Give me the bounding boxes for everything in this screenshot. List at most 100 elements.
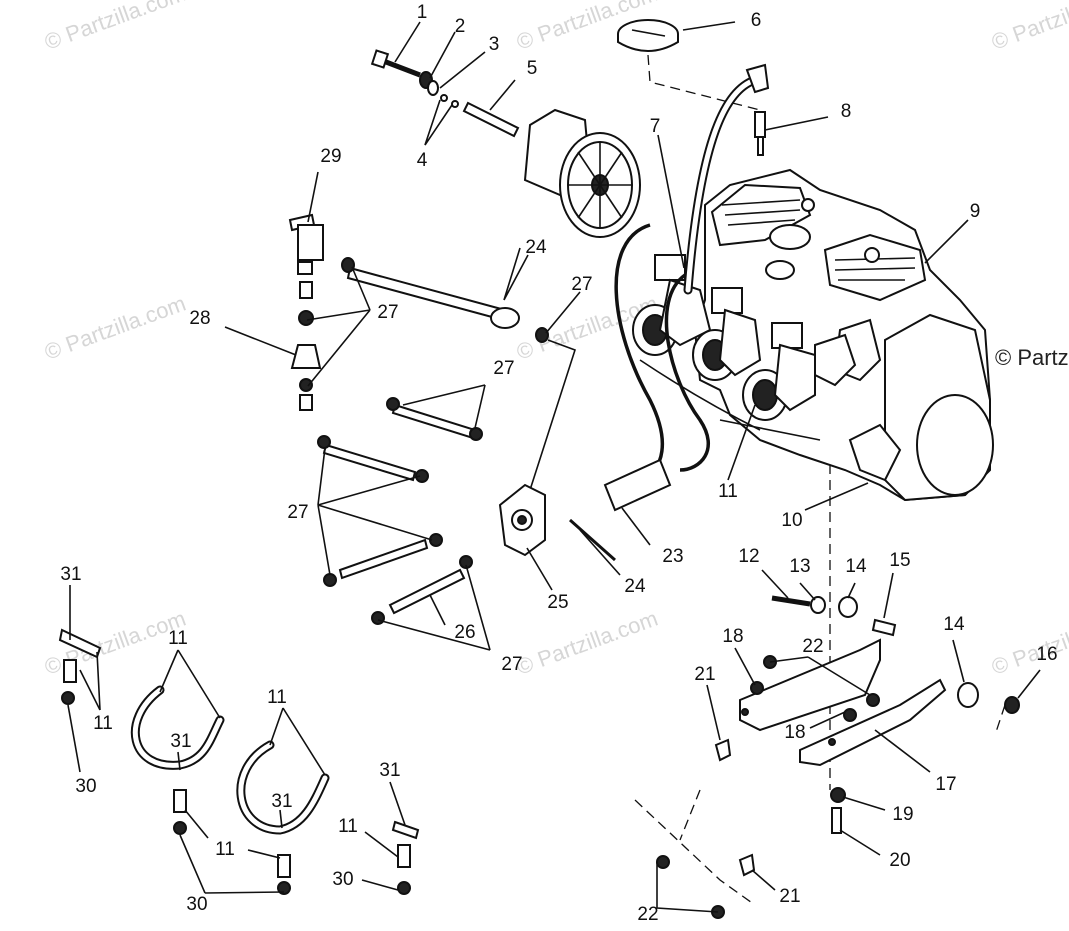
fuel-valve [288,213,324,411]
fuel-filter [173,789,187,813]
callout-15: 15 [889,550,910,571]
hose-clamp [277,881,291,895]
hose-clamp [323,573,337,587]
hose-clamp [371,611,385,625]
watermark: © Partzilla.com [41,0,189,55]
bracket-nut [750,681,764,695]
fuel-filter [397,844,411,868]
spark-plug [745,63,770,156]
callout-1: 1 [417,2,428,23]
callout-30: 30 [332,869,353,890]
callout-22: 22 [802,636,823,657]
nut [1004,696,1020,714]
hose-clamp [415,469,429,483]
callout-26: 26 [454,622,475,643]
spacer [427,80,439,96]
callout-23: 23 [662,546,683,567]
cdi-box [603,458,672,512]
callout-18: 18 [722,626,743,647]
callout-24: 24 [525,237,547,258]
rubber-stop [738,853,756,877]
callout-11: 11 [93,713,113,734]
fuel-pump [498,483,546,557]
callout-25: 25 [547,592,568,613]
callout-17: 17 [935,774,956,795]
callout-8: 8 [841,101,852,122]
callout-29: 29 [320,146,341,167]
pulse-hose [388,568,466,615]
rubber-mount [957,682,979,708]
callout-24: 24 [624,576,646,597]
callout-30: 30 [75,776,96,797]
callout-4: 4 [417,150,428,171]
watermark: © Partzilla.com [41,291,189,365]
callout-27: 27 [501,654,522,675]
callout-11: 11 [168,628,188,649]
fuel-cap [617,19,679,52]
tee-fitting [391,820,420,840]
hose-clamp [397,881,411,895]
callout-27: 27 [571,274,592,295]
callout-13: 13 [789,556,810,577]
callout-3: 3 [489,34,500,55]
callout-11: 11 [215,839,235,860]
rubber-mount [838,596,858,618]
clutch-bolt [370,49,421,78]
callout-2: 2 [455,16,466,37]
callout-11: 11 [267,687,287,708]
callout-22: 22 [637,904,658,925]
hose-clamp [386,397,400,411]
engine-assembly [632,168,994,502]
callout-10: 10 [781,510,802,531]
pulse-hose [391,403,477,440]
ring [440,94,448,102]
carburetor [692,287,762,381]
callout-9: 9 [970,201,981,222]
washer [830,787,846,803]
callout-12: 12 [738,546,759,567]
callout-18: 18 [784,722,805,743]
pulse-hose [322,443,417,482]
callout-19: 19 [892,804,913,825]
callout-7: 7 [650,116,661,137]
callout-20: 20 [889,850,910,871]
watermark: © Partzilla.com [988,606,1069,680]
callout-labels: 1 2 3 4 5 6 7 8 9 10 11 12 13 14 15 14 1… [60,2,1057,925]
callout-31: 31 [271,791,292,812]
callout-27: 27 [493,358,514,379]
mounting-bolt [569,518,616,562]
hose-clamp [317,435,331,449]
fuel-filter [277,854,291,878]
callout-5: 5 [527,58,538,79]
callout-6: 6 [751,10,762,31]
callout-21: 21 [694,664,715,685]
callout-14: 14 [845,556,867,577]
callout-21: 21 [779,886,800,907]
hose-clamp [341,257,355,273]
hose-clamp [173,821,187,835]
callout-31: 31 [170,731,191,752]
pulse-hose [338,538,429,580]
drive-clutch [523,108,641,238]
watermark: © Partzilla.com [988,0,1069,55]
callout-11: 11 [338,816,358,837]
callout-27: 27 [377,302,398,323]
callout-11: 11 [718,481,738,502]
alignment-lines [634,54,1006,906]
rubber-stop [714,738,732,762]
spacer-sleeve [871,618,897,637]
callout-27: 27 [287,502,308,523]
mount-bracket [739,638,947,767]
pulse-hose [346,266,507,322]
washer [810,596,826,614]
grommet [490,307,520,329]
callout-16: 16 [1036,644,1057,665]
watermark: © Partzilla.com [513,606,661,680]
hose-clamp [535,327,549,343]
hose-clamp [459,555,473,569]
callout-28: 28 [189,308,210,329]
bracket-bolt [771,595,811,607]
callout-31: 31 [60,564,81,585]
hose-clamp [469,427,483,441]
